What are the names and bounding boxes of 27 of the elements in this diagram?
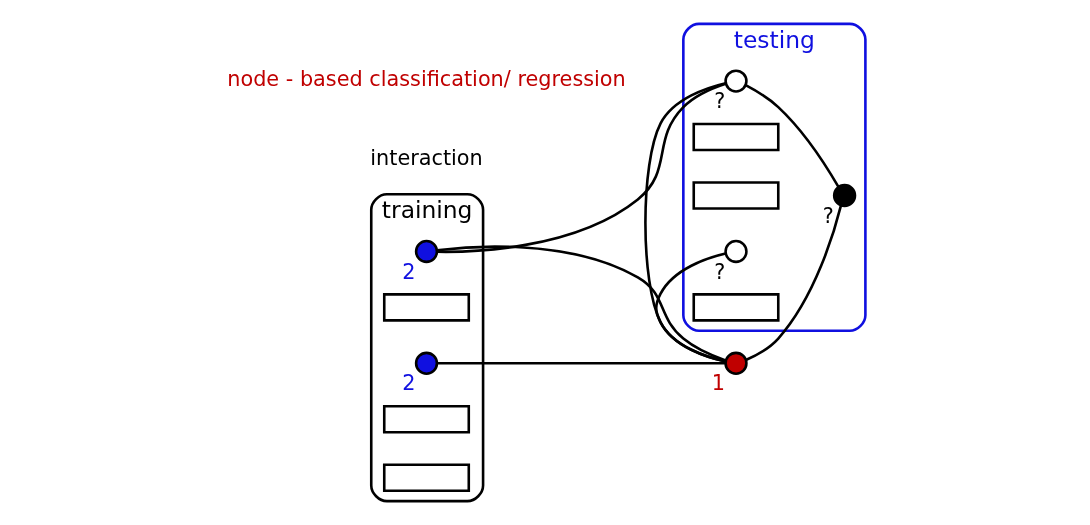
connector bbox=[436, 82, 726, 254]
connector bbox=[436, 361, 725, 365]
label: interaction bbox=[369, 146, 483, 171]
node-label: 2 bbox=[401, 371, 416, 396]
node-circle bbox=[414, 351, 438, 375]
connector bbox=[643, 81, 726, 363]
label: node - based classification/ regression bbox=[226, 67, 626, 92]
node-label: 1 bbox=[711, 371, 725, 396]
connector bbox=[744, 205, 842, 362]
node-box bbox=[382, 463, 470, 493]
node-box bbox=[691, 293, 780, 322]
connector bbox=[745, 84, 840, 188]
node-circle bbox=[723, 351, 748, 375]
node-label: 2 bbox=[401, 259, 416, 284]
node-box bbox=[382, 404, 470, 434]
connector bbox=[436, 245, 726, 362]
node-circle bbox=[832, 183, 856, 208]
node-label: ? bbox=[713, 259, 725, 284]
node-circle bbox=[414, 239, 438, 264]
node-label: ? bbox=[713, 89, 725, 114]
node-box bbox=[691, 181, 780, 210]
node-box bbox=[382, 293, 470, 322]
node-circle bbox=[723, 69, 748, 93]
node-label: ? bbox=[822, 203, 834, 228]
connector bbox=[654, 252, 726, 363]
node-box bbox=[691, 122, 780, 152]
node-circle bbox=[723, 239, 748, 264]
